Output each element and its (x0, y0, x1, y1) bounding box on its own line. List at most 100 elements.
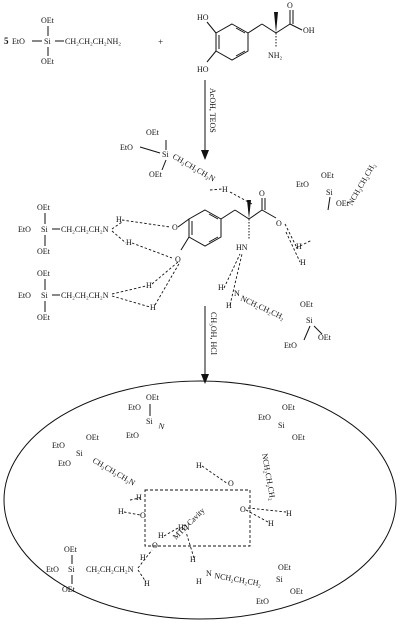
template-carbonyl-o: O (287, 1, 293, 10)
silane-eto: EtO (12, 37, 25, 46)
imprint-chain-1: N (157, 421, 165, 431)
complex-h-4b: H (150, 303, 156, 312)
imprint-h-3a: H (286, 509, 292, 518)
imprint-si1-si: Si (146, 417, 153, 426)
reagent-template-molecule: HO HO O OH NH₂ (197, 1, 315, 74)
imprint-si5-oet-r: OEt (290, 587, 304, 596)
template-oh-top: HO (197, 13, 209, 22)
silane-si: Si (44, 37, 51, 46)
reaction-arrow-2: CH₃OH, HCl (201, 306, 218, 384)
imprint-h-2b: H (118, 507, 124, 516)
complex-n-5: N (234, 289, 240, 298)
complex-si5-oet-right: OEt (318, 333, 332, 342)
imprint-si5-oet: OEt (278, 563, 292, 572)
imprint-si1-eto-b: EtO (126, 431, 139, 440)
imprint-h-top: H (196, 461, 202, 470)
complex-h-4a: H (146, 281, 152, 290)
complex-si3-oet-top: OEt (37, 203, 51, 212)
complex-chain-3: CH₂CH₂CH₂N (61, 225, 109, 234)
complex-si4-eto: EtO (18, 291, 31, 300)
complex-amine-hn: HN (236, 243, 248, 252)
complex-phenol-o-1: O (172, 223, 178, 232)
imprint-chain-4: CH₂CH₂CH₂N (86, 565, 134, 574)
complex-si5-si: Si (306, 316, 313, 325)
imprint-chain-3: NCH₂CH₂CH₂ (260, 453, 277, 502)
imprint-h-5a: H (190, 555, 196, 564)
template-oh-bottom: HO (197, 65, 209, 74)
complex-h-1: H (222, 185, 228, 194)
arrow-1-label: AcOH, TEOS (208, 88, 217, 133)
imprint-o-c1: O (152, 541, 158, 550)
imprint-si5-eto: EtO (256, 597, 269, 606)
imprint-si2-eto-b: EtO (58, 459, 71, 468)
complex-chain-2: NCH₂CH₂CH₂ (346, 161, 378, 207)
imprint-si4-eto: EtO (46, 565, 59, 574)
complex-si5-eto: EtO (284, 341, 297, 350)
complex-chain-4: CH₂CH₂CH₂N (61, 291, 109, 300)
complex-si1-si: Si (162, 150, 169, 159)
imprint-si3-eto: EtO (258, 413, 271, 422)
reagent-count: 5 (4, 36, 9, 46)
complex-si3-eto: EtO (18, 225, 31, 234)
reagent-silane: 5 EtO Si OEt OEt CH₂CH₂CH₂NH₂ + (4, 16, 163, 66)
imprint-chain-2: CH₂CH₂CH₂N (91, 456, 137, 488)
imprint-chain-5: NCH₂CH₂CH₂ (214, 571, 263, 588)
imprinted-polymer: MTD Cavity EtO OEt Si EtO N H EtO OEt Si… (3, 380, 397, 620)
complex-si5-oet-top: OEt (300, 300, 314, 309)
complex-si2-oet-top: OEt (321, 171, 335, 180)
imprint-si1-oet: OEt (146, 393, 160, 402)
complex-si2-si: Si (326, 188, 333, 197)
template-acid-oh: OH (303, 26, 315, 35)
imprint-si2-si: Si (76, 449, 83, 458)
complex-si1-oet-bottom: OEt (149, 170, 163, 179)
imprint-si3-oet: OEt (282, 403, 296, 412)
complex-h-2b: H (300, 258, 306, 267)
imprint-si3-si: Si (278, 421, 285, 430)
complex-si4-oet-bottom: OEt (37, 313, 51, 322)
complex-chain-5: NCH₂CH₂CH₂ (239, 294, 286, 322)
reaction-arrow-1: AcOH, TEOS (201, 80, 217, 160)
imprint-h-4b: H (144, 579, 150, 588)
complex-h-5a: H (218, 283, 224, 292)
imprint-si4-si: Si (68, 565, 75, 574)
imprint-si2-oet: OEt (86, 433, 100, 442)
polymer-matrix-ellipse (3, 380, 397, 620)
complex-acid-o: O (276, 219, 282, 228)
silane-oet-bottom: OEt (41, 57, 55, 66)
complex-phenol-o-2: O (175, 255, 181, 264)
imprint-si4-oet: OEt (64, 545, 78, 554)
complex-si1-eto: EtO (120, 143, 133, 152)
imprint-h-5b: H (196, 577, 202, 586)
imprint-h-c1: H (158, 531, 164, 540)
imprint-si4-oet-b: OEt (62, 585, 76, 594)
imprint-o-acid: O (240, 505, 246, 514)
imprint-si2-eto: EtO (52, 441, 65, 450)
imprint-h-3b: H (268, 519, 274, 528)
arrow-2-label: CH₃OH, HCl (209, 312, 218, 356)
mtd-cavity-box (144, 489, 251, 547)
imprint-o-2: O (140, 511, 146, 520)
silane-oet-top: OEt (41, 16, 55, 25)
imprint-h-2a: H (136, 493, 142, 502)
imprint-h-4a: H (140, 553, 146, 562)
complex-h-2a: H (296, 242, 302, 251)
complex-si4-si: Si (41, 291, 48, 300)
template-amine: NH₂ (268, 51, 283, 60)
complex-chain-1: CH₂CH₂CH₂N (171, 152, 217, 184)
complex-si2-oet-right: OEt (336, 199, 350, 208)
complex-si2-eto: EtO (296, 180, 309, 189)
complex-si3-oet-bottom: OEt (37, 247, 51, 256)
imprint-hn: HN (178, 523, 190, 532)
complex-carbonyl-o: O (259, 189, 265, 198)
complex-si4-oet-top: OEt (37, 269, 51, 278)
imprint-si1-eto: EtO (128, 403, 141, 412)
complex-h-3b: H (126, 238, 132, 247)
imprint-n-5: N (206, 569, 212, 578)
imprint-si3-oet-b: OEt (292, 433, 306, 442)
complex-h-3a: H (116, 215, 122, 224)
complex-h-5b: H (226, 301, 232, 310)
imprint-si5-si: Si (276, 575, 283, 584)
plus-sign: + (158, 37, 163, 47)
imprint-o-carbonyl: O (228, 479, 234, 488)
